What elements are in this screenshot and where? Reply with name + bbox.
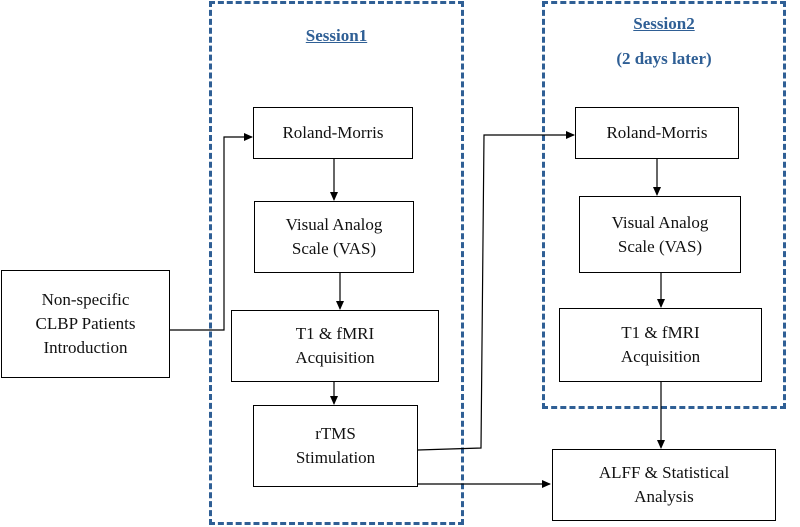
s2-roland-label: Roland-Morris bbox=[606, 123, 708, 142]
session1-box bbox=[209, 1, 464, 525]
alff-line-2: Analysis bbox=[634, 487, 694, 506]
patients-line-1: Non-specific bbox=[41, 290, 130, 309]
s1-t1-line-2: Acquisition bbox=[295, 348, 375, 367]
rtms-line-1: rTMS bbox=[315, 424, 356, 443]
s1-vas-line-2: Scale (VAS) bbox=[291, 239, 377, 258]
s1-vas-line-1: Visual Analog bbox=[285, 215, 383, 234]
session1-roland-morris-node: Roland-Morris bbox=[253, 107, 413, 159]
session2-title: Session2 bbox=[633, 14, 695, 33]
s2-vas-line-2: Scale (VAS) bbox=[617, 236, 703, 256]
session2-t1-fmri-node: T1 & fMRI Acquisition bbox=[559, 308, 762, 382]
patients-line-2: CLBP Patients bbox=[35, 314, 136, 333]
s1-t1-line-1: T1 & fMRI bbox=[295, 324, 375, 343]
rtms-stimulation-node: rTMS Stimulation bbox=[253, 405, 418, 487]
s1-roland-label: Roland-Morris bbox=[282, 123, 384, 142]
session1-title: Session1 bbox=[305, 26, 368, 45]
patients-line-3: Introduction bbox=[43, 338, 128, 357]
session2-subtitle: (2 days later) bbox=[616, 49, 712, 68]
arrow-patients-to-s1-roland bbox=[170, 133, 253, 331]
rtms-line-2: Stimulation bbox=[295, 448, 376, 467]
alff-line-1: ALFF & Statistical bbox=[598, 463, 730, 482]
s2-t1-line-1: T1 & fMRI bbox=[621, 323, 700, 342]
session2-roland-morris-node: Roland-Morris bbox=[575, 107, 739, 159]
session2-box bbox=[542, 1, 786, 409]
s2-t1-line-2: Acquisition bbox=[620, 347, 701, 366]
arrow-rtms-to-s2-roland bbox=[417, 131, 575, 451]
s2-vas-line-1: Visual Analog bbox=[611, 212, 709, 232]
session1-t1-fmri-node: T1 & fMRI Acquisition bbox=[231, 310, 439, 382]
